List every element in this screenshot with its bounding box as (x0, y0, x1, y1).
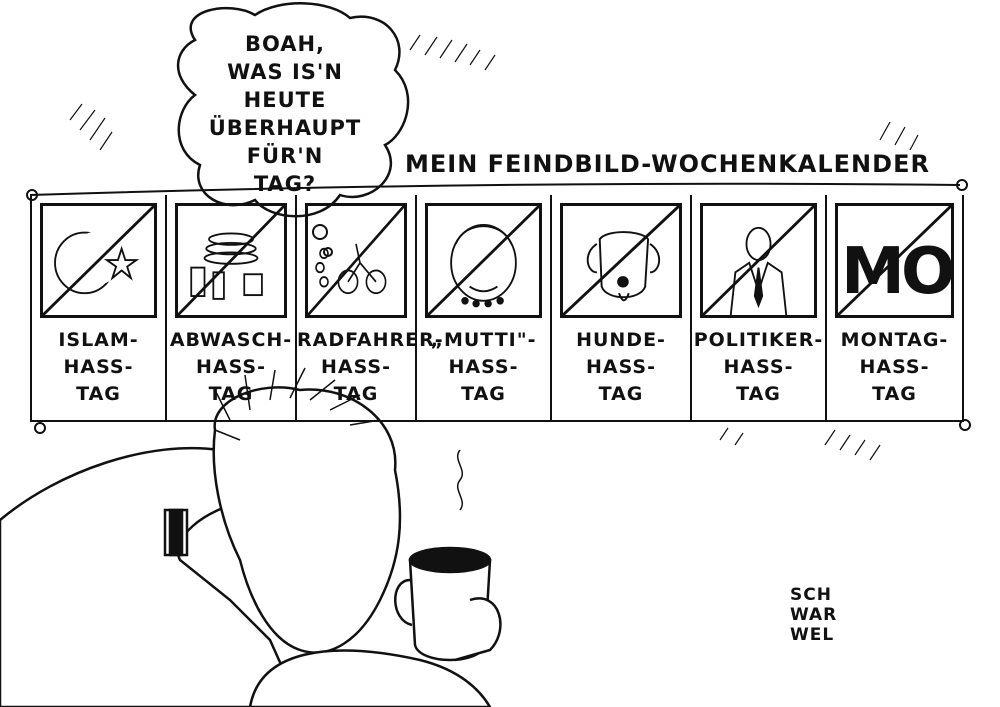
day-label-line: Abwasch- (169, 329, 293, 351)
politician-icon (700, 203, 817, 318)
signature-line: WAR (790, 605, 838, 625)
strike-line (308, 206, 404, 315)
strike-line (428, 206, 539, 315)
day-label-line: Hass- (859, 356, 930, 378)
day-label-line: Politiker- (693, 329, 824, 351)
day-label-line: „Mutti"- (430, 329, 537, 351)
strike-line (563, 206, 679, 315)
day-label-line: Montag- (840, 329, 949, 351)
day-label-line: Hass- (63, 356, 134, 378)
day-label-line: Radfahrer- (297, 329, 444, 351)
calendar-day-2: Abwasch- Hass- Tag (167, 195, 297, 420)
calendar-day-7: MO Montag- Hass- Tag (827, 195, 962, 420)
bubble-line: was is'n (227, 60, 343, 84)
bubble-line: für'n (246, 144, 324, 168)
strike-line (43, 206, 154, 315)
week-calendar: Islam-Hass-TagAbwasch-Hass-TagRadfahrer-… (30, 195, 964, 422)
strike-line (838, 206, 951, 315)
day-label-line: Tag (76, 383, 121, 405)
day-label-line: Hass- (320, 356, 391, 378)
thought-bubble-text: Boah, was is'n heute überhaupt für'n Tag… (195, 30, 375, 198)
day-label-line: Hunde- (576, 329, 666, 351)
artist-signature: SCH WAR WEL (790, 585, 837, 645)
svg-text:MO: MO (841, 234, 951, 309)
day-label-line: Tag (736, 383, 781, 405)
mo-text-icon: MO (835, 203, 954, 318)
crescent-star-icon (40, 203, 157, 318)
day-label: Islam- Hass- Tag (32, 327, 165, 408)
strike-line (703, 206, 814, 315)
bubble-line: überhaupt (208, 116, 362, 140)
calendar-day-4: „Mutti"- Hass- Tag (417, 195, 552, 420)
calendar-day-5: Hunde- Hass- Tag (552, 195, 692, 420)
bubble-line: Tag? (253, 172, 317, 196)
day-label: Montag- Hass- Tag (827, 327, 962, 408)
day-label-line: Hass- (448, 356, 519, 378)
day-label: „Mutti"- Hass- Tag (417, 327, 550, 408)
signature-line: WEL (790, 625, 835, 645)
day-label-line: Tag (872, 383, 917, 405)
day-label: Abwasch- Hass- Tag (167, 327, 295, 408)
man-drawing (0, 367, 502, 707)
day-label-line: Hass- (723, 356, 794, 378)
signature-line: SCH (790, 585, 832, 605)
day-label-line: Tag (598, 383, 644, 405)
dog-icon (560, 203, 682, 318)
bubble-line: Boah, (244, 32, 326, 56)
calendar-day-6: Politiker- Hass- Tag (692, 195, 827, 420)
day-label-line: Islam- (58, 329, 139, 351)
day-label: Politiker- Hass- Tag (692, 327, 825, 408)
bicycle-icon (305, 203, 407, 318)
day-label-line: Tag (208, 383, 254, 405)
calendar-day-3: Radfahrer- Hass- Tag (297, 195, 444, 420)
day-label: Hunde- Hass- Tag (552, 327, 690, 408)
calendar-day-1: Islam- Hass- Tag (32, 195, 167, 420)
day-label-line: Tag (333, 383, 379, 405)
dirty-dishes-icon (175, 203, 287, 318)
strike-line (178, 206, 284, 315)
bubble-line: heute (243, 88, 327, 112)
day-label-line: Hass- (195, 356, 266, 378)
calendar-title: Mein Feindbild-Wochenkalender (405, 150, 930, 178)
day-label-line: Hass- (585, 356, 656, 378)
merkel-face-icon (425, 203, 542, 318)
day-label-line: Tag (461, 383, 506, 405)
thought-bubble (176, 2, 410, 218)
day-label: Radfahrer- Hass- Tag (297, 327, 444, 408)
